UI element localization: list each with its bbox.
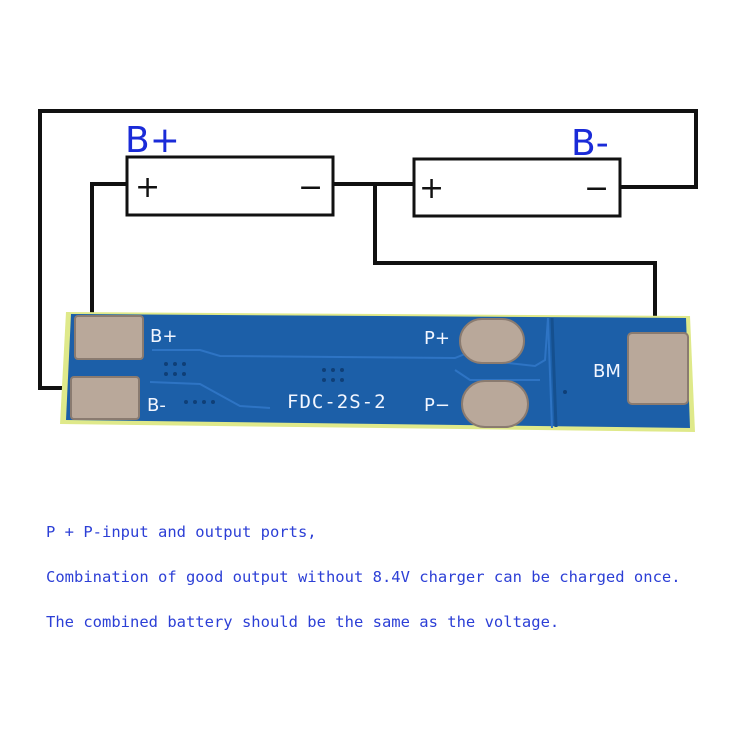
note-io-ports: P + P-input and output ports, bbox=[46, 523, 317, 541]
pad-pplus bbox=[459, 318, 525, 364]
wire-bplus bbox=[90, 182, 128, 335]
battery-left-plus: + bbox=[135, 170, 160, 205]
pad-pplus-label: P+ bbox=[424, 328, 450, 349]
pad-bm bbox=[627, 332, 689, 405]
board-model-label: FDC-2S-2 bbox=[287, 391, 387, 413]
note-charger: Combination of good output without 8.4V … bbox=[46, 568, 681, 586]
pcb-board: B+ B- P+ P− BM FDC-2S-2 bbox=[60, 312, 695, 432]
pad-bm-label: BM bbox=[593, 361, 621, 382]
battery-right-plus: + bbox=[419, 171, 444, 206]
battery-left-minus: − bbox=[298, 170, 323, 205]
battery-right: + − bbox=[412, 157, 622, 218]
pad-pminus bbox=[461, 380, 529, 428]
battery-right-label: B- bbox=[571, 123, 609, 164]
pad-bplus-label: B+ bbox=[150, 326, 177, 347]
note-battery-voltage: The combined battery should be the same … bbox=[46, 613, 560, 631]
pad-bplus bbox=[74, 315, 144, 360]
pad-pminus-label: P− bbox=[424, 395, 450, 416]
wires bbox=[38, 109, 698, 390]
battery-left: + − bbox=[125, 155, 335, 217]
wire-bm bbox=[373, 184, 657, 340]
pad-bminus bbox=[70, 376, 140, 420]
pcb-body bbox=[66, 314, 690, 428]
pad-bminus-label: B- bbox=[147, 395, 166, 416]
wire-bminus bbox=[38, 109, 698, 390]
battery-right-minus: − bbox=[584, 171, 609, 206]
battery-left-label: B+ bbox=[125, 120, 180, 161]
